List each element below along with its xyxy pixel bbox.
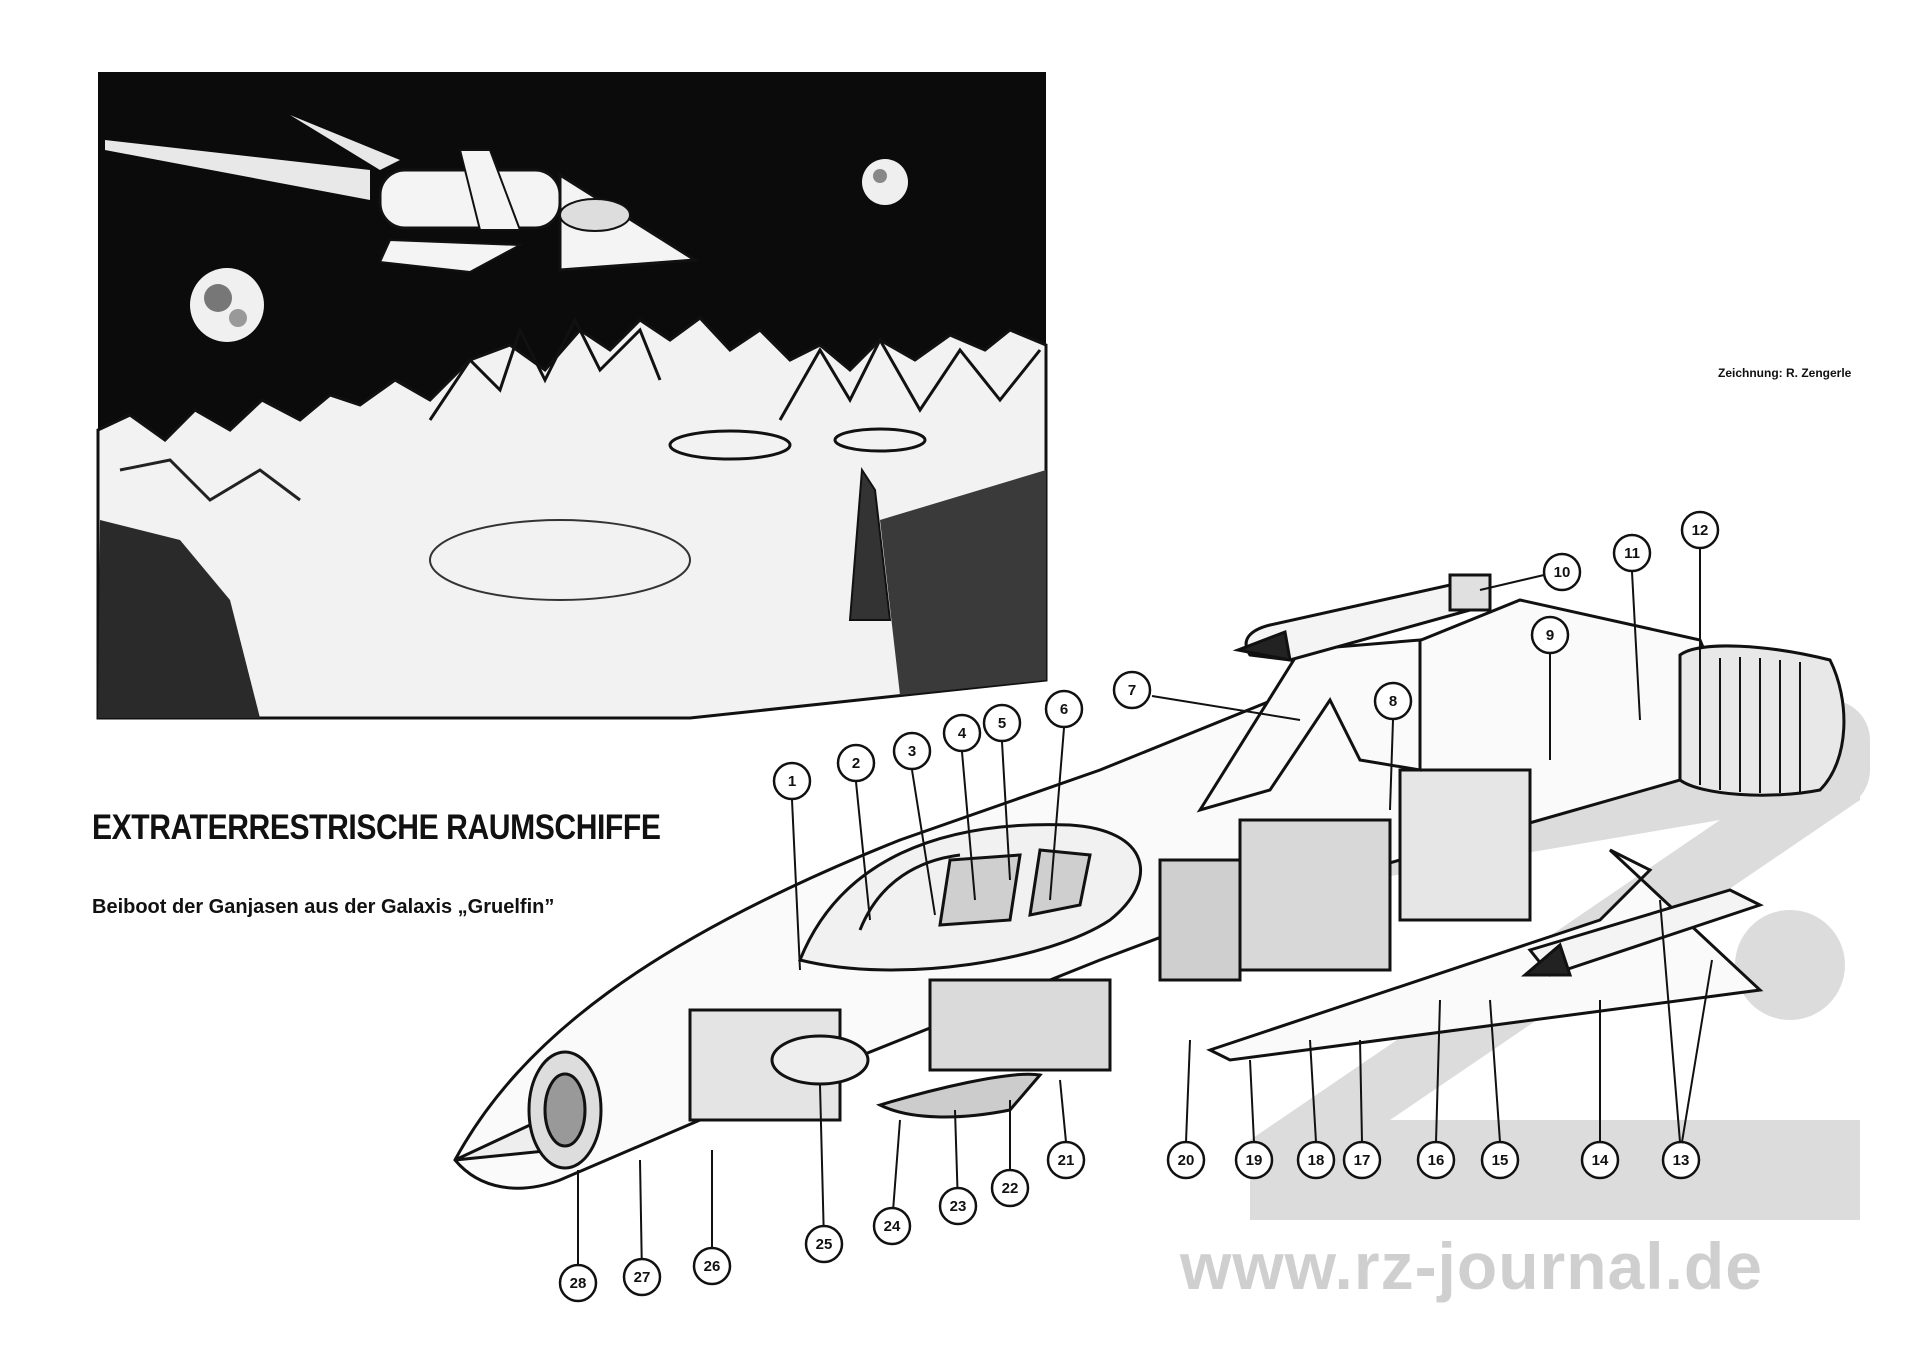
svg-text:5: 5 <box>998 715 1006 732</box>
callout-23: 23 <box>938 1186 978 1226</box>
svg-text:14: 14 <box>1592 1152 1609 1169</box>
callout-10: 10 <box>1542 552 1582 592</box>
svg-text:20: 20 <box>1178 1152 1195 1169</box>
svg-text:17: 17 <box>1354 1152 1371 1169</box>
callout-1: 1 <box>772 761 812 801</box>
callout-20: 20 <box>1166 1140 1206 1180</box>
callout-19: 19 <box>1234 1140 1274 1180</box>
callout-4: 4 <box>942 713 982 753</box>
svg-text:28: 28 <box>570 1275 587 1292</box>
svg-text:9: 9 <box>1546 627 1554 644</box>
svg-text:11: 11 <box>1624 545 1640 562</box>
callout-5: 5 <box>982 703 1022 743</box>
callout-26: 26 <box>692 1246 732 1286</box>
callout-15: 15 <box>1480 1140 1520 1180</box>
callout-9: 9 <box>1530 615 1570 655</box>
svg-text:21: 21 <box>1058 1152 1075 1169</box>
svg-text:23: 23 <box>950 1198 967 1215</box>
svg-text:3: 3 <box>908 743 916 760</box>
callout-28: 28 <box>558 1263 598 1303</box>
leader-lines <box>577 546 1713 1282</box>
svg-text:12: 12 <box>1692 522 1709 539</box>
svg-text:1: 1 <box>788 773 796 790</box>
moon-landscape-panel <box>96 72 1048 720</box>
planet-right <box>862 159 908 205</box>
svg-text:13: 13 <box>1673 1152 1690 1169</box>
svg-text:18: 18 <box>1308 1152 1325 1169</box>
flying-spaceship <box>105 115 700 274</box>
callout-18: 18 <box>1296 1140 1336 1180</box>
page-subtitle: Beiboot der Ganjasen aus der Galaxis „Gr… <box>92 896 555 918</box>
svg-text:26: 26 <box>704 1258 721 1275</box>
callout-14: 14 <box>1580 1140 1620 1180</box>
svg-text:24: 24 <box>884 1218 901 1235</box>
cutaway-spaceship <box>453 573 1846 1190</box>
svg-text:19: 19 <box>1246 1152 1263 1169</box>
callout-2: 2 <box>836 743 876 783</box>
callout-12: 12 <box>1680 510 1720 550</box>
callout-25: 25 <box>804 1224 844 1264</box>
callout-22: 22 <box>990 1168 1030 1208</box>
callout-8: 8 <box>1373 681 1413 721</box>
callout-17: 17 <box>1342 1140 1382 1180</box>
callout-24: 24 <box>872 1206 912 1246</box>
svg-text:10: 10 <box>1554 564 1571 581</box>
callout-7: 7 <box>1112 670 1152 710</box>
svg-text:2: 2 <box>852 755 860 772</box>
callout-group: 1 2 3 4 5 6 7 8 9 10 11 12 13 14 15 16 1… <box>558 510 1720 1303</box>
svg-text:6: 6 <box>1060 701 1068 718</box>
svg-text:25: 25 <box>816 1236 833 1253</box>
callout-13: 13 <box>1661 1140 1701 1180</box>
callout-6: 6 <box>1044 689 1084 729</box>
callout-21: 21 <box>1046 1140 1086 1180</box>
svg-text:16: 16 <box>1428 1152 1445 1169</box>
svg-text:7: 7 <box>1128 682 1136 699</box>
svg-text:15: 15 <box>1492 1152 1509 1169</box>
drawing-credit: Zeichnung: R. Zengerle <box>1718 366 1852 380</box>
page-title: EXTRATERRESTRISCHE RAUMSCHIFFE <box>92 808 661 847</box>
watermark: www.rz-journal.de <box>1180 1229 1763 1303</box>
callout-11: 11 <box>1612 533 1652 573</box>
svg-text:22: 22 <box>1002 1180 1019 1197</box>
svg-text:8: 8 <box>1389 693 1397 710</box>
svg-text:27: 27 <box>634 1269 651 1286</box>
svg-text:4: 4 <box>958 725 967 742</box>
callout-27: 27 <box>622 1257 662 1297</box>
callout-16: 16 <box>1416 1140 1456 1180</box>
callout-3: 3 <box>892 731 932 771</box>
